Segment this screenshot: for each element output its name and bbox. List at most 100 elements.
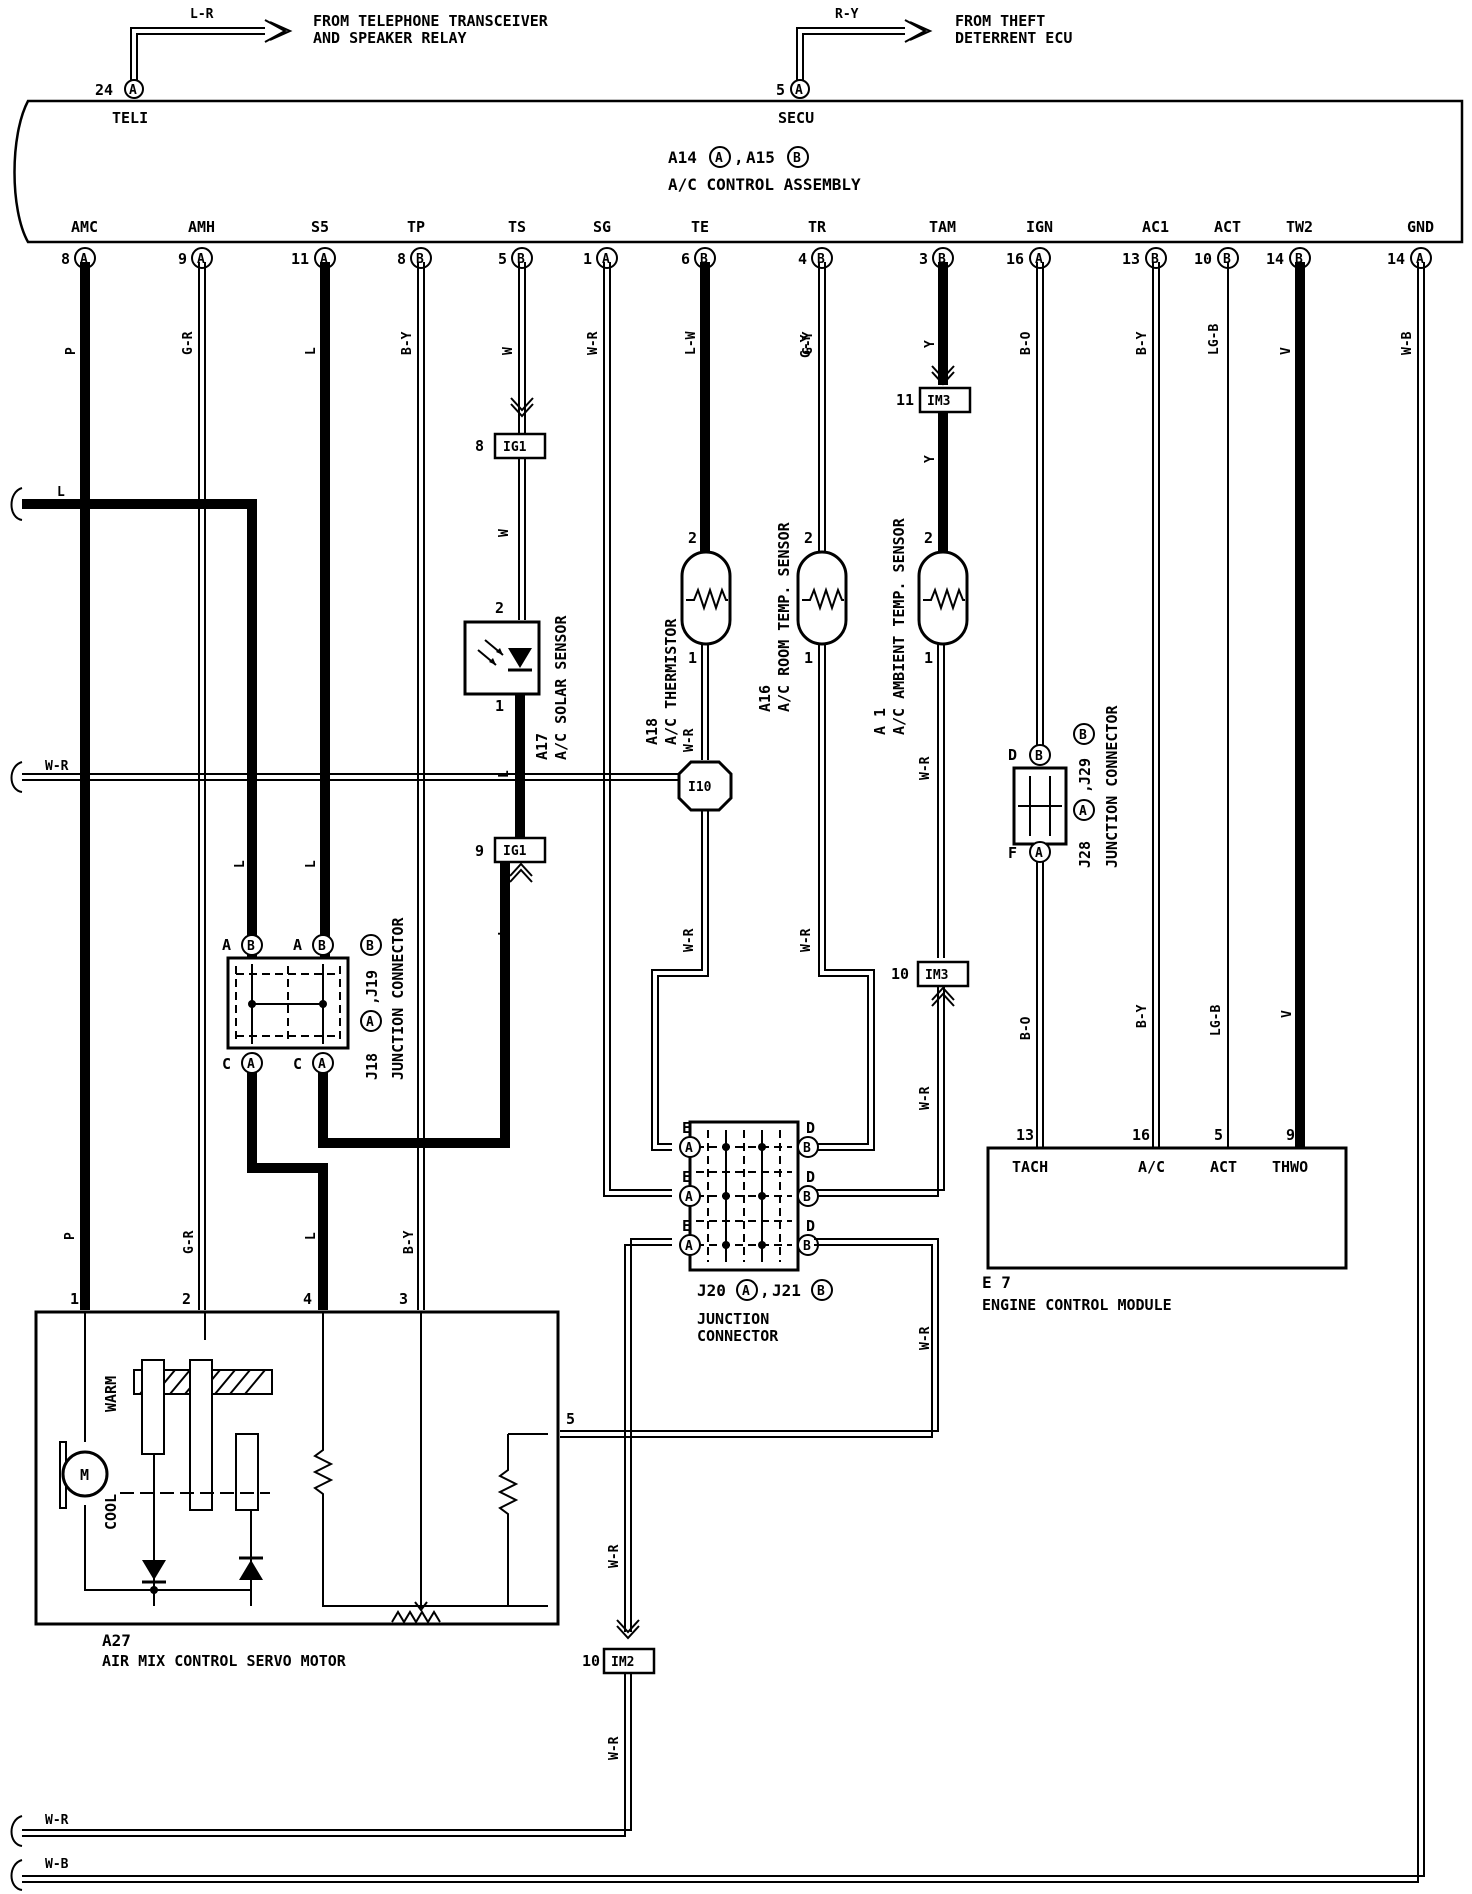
- svg-text:IM3: IM3: [927, 394, 950, 409]
- tel-terminal: TELI: [112, 109, 148, 127]
- terminal-conn: B: [1223, 252, 1231, 267]
- terminal-conn: B: [700, 252, 708, 267]
- wire-tp: [417, 262, 425, 1310]
- terminal-pin: 13: [1122, 250, 1140, 268]
- svg-text:I10: I10: [688, 780, 712, 795]
- svg-text:G-R: G-R: [182, 1230, 197, 1254]
- svg-text:B: B: [366, 939, 374, 954]
- terminal-name: SG: [593, 218, 611, 236]
- j18-j19-junction-connector: B B A A A A C C J18 A , J19 B JUNCTION C…: [222, 916, 407, 1080]
- svg-text:AIR MIX CONTROL SERVO MOTOR: AIR MIX CONTROL SERVO MOTOR: [102, 1652, 347, 1670]
- theft-from-line1: FROM THEFT: [955, 12, 1045, 30]
- svg-text:2: 2: [495, 599, 504, 617]
- svg-text:A: A: [742, 1284, 750, 1299]
- svg-text:A: A: [247, 1057, 255, 1072]
- svg-text:B: B: [318, 939, 326, 954]
- terminal-name: TP: [407, 218, 425, 236]
- svg-text:,: ,: [363, 996, 381, 1005]
- svg-text:IG1: IG1: [503, 440, 527, 455]
- tel-wire-color: L-R: [190, 7, 214, 22]
- terminal-conn: B: [938, 252, 946, 267]
- svg-text:W-B: W-B: [45, 1857, 69, 1872]
- svg-text:J28: J28: [1076, 841, 1094, 868]
- wire-j18-c-left: [247, 1065, 328, 1310]
- terminal-name: IGN: [1026, 218, 1053, 236]
- terminal-wire-color: B-Y: [1135, 331, 1150, 355]
- svg-text:W-R: W-R: [682, 728, 697, 752]
- terminal-wire-color: P: [64, 347, 79, 355]
- terminal-pin: 8: [61, 250, 70, 268]
- svg-text:J29: J29: [1076, 758, 1094, 785]
- terminal-wire-color: V: [1279, 347, 1294, 355]
- svg-text:A17: A17: [533, 733, 551, 760]
- wire-amh: [198, 262, 206, 1310]
- wire-sg: [603, 262, 672, 1197]
- svg-text:B: B: [803, 1141, 811, 1156]
- svg-text:E: E: [682, 1168, 691, 1186]
- ign-circuit: B A D F J28 A , J29 B JUNCTION CONNECTOR: [1008, 262, 1121, 1148]
- wire-j18-c-right: [318, 850, 510, 1148]
- svg-text:L: L: [497, 928, 512, 936]
- thermistor-circuit: 2 1 A18 A/C THERMISTOR W-R W-R: [643, 262, 732, 1151]
- svg-text:L: L: [57, 485, 65, 500]
- svg-text:8: 8: [475, 437, 484, 455]
- terminal-name: AC1: [1142, 218, 1169, 236]
- svg-text:J19: J19: [363, 970, 381, 997]
- wire-bottom-wr: [22, 1664, 632, 1837]
- svg-text:L: L: [233, 860, 248, 868]
- terminal-name: AMC: [71, 218, 98, 236]
- terminal-wire-color: L: [304, 347, 319, 355]
- svg-text:1: 1: [924, 649, 933, 667]
- svg-text:B-Y: B-Y: [402, 1230, 417, 1254]
- wire-ac1: [1152, 262, 1160, 1148]
- svg-text:B: B: [803, 1190, 811, 1205]
- ac-control-name: A/C CONTROL ASSEMBLY: [668, 175, 861, 194]
- terminal-pin: 1: [583, 250, 592, 268]
- svg-text:A/C ROOM TEMP. SENSOR: A/C ROOM TEMP. SENSOR: [775, 521, 793, 712]
- svg-text:,: ,: [760, 1281, 770, 1300]
- terminal-pin: 6: [681, 250, 690, 268]
- svg-text:C: C: [293, 1055, 302, 1073]
- svg-text:A: A: [318, 1057, 326, 1072]
- terminal-wire-color: L-W: [684, 331, 699, 355]
- terminal-wire-color: G-R: [181, 331, 196, 355]
- svg-text:ENGINE CONTROL MODULE: ENGINE CONTROL MODULE: [982, 1296, 1172, 1314]
- terminal-pin: 10: [1194, 250, 1212, 268]
- ecm-pin-name: ACT: [1210, 1158, 1237, 1176]
- tel-from-line1: FROM TELEPHONE TRANSCEIVER: [313, 12, 549, 30]
- terminal-pin: 14: [1387, 250, 1405, 268]
- ecm-pin-name: TACH: [1012, 1158, 1048, 1176]
- svg-text:J18: J18: [363, 1053, 381, 1080]
- servo-pin: 1: [70, 1290, 79, 1308]
- servo-pin: 2: [182, 1290, 191, 1308]
- svg-text:W-R: W-R: [45, 1813, 69, 1828]
- svg-text:JUNCTION: JUNCTION: [697, 1310, 769, 1328]
- svg-text:D: D: [806, 1119, 815, 1137]
- svg-text:V: V: [1280, 1010, 1295, 1018]
- im2-connector: 10 IM2 W-R W-R: [582, 1544, 656, 1760]
- svg-text:B-O: B-O: [1019, 1016, 1034, 1040]
- ac-control-assembly: A14 A , A15 B A/C CONTROL ASSEMBLY: [13, 99, 1464, 244]
- terminal-pin: 4: [798, 250, 807, 268]
- svg-text:B: B: [803, 1239, 811, 1254]
- terminal-name: ACT: [1214, 218, 1241, 236]
- incoming-theft: R-Y FROM THEFT DETERRENT ECU 5 A SECU: [776, 7, 1072, 127]
- theft-conn: A: [795, 83, 803, 98]
- terminal-name: TW2: [1286, 218, 1313, 236]
- room-wr: W-R: [799, 928, 814, 952]
- svg-text:E: E: [682, 1217, 691, 1235]
- svg-text:B-Y: B-Y: [1135, 1004, 1150, 1028]
- terminal-name: S5: [311, 218, 329, 236]
- terminal-wire-color: G-Y: [801, 331, 816, 355]
- svg-text:A27: A27: [102, 1631, 131, 1650]
- svg-text:COOL: COOL: [102, 1494, 120, 1530]
- terminal-conn: A: [197, 252, 205, 267]
- terminal-wire-color: LG-B: [1207, 324, 1222, 355]
- terminal-conn: B: [416, 252, 424, 267]
- ac-control-id-a: A14: [668, 148, 697, 167]
- svg-text:,: ,: [734, 148, 744, 167]
- svg-text:D: D: [806, 1217, 815, 1235]
- terminal-name: GND: [1407, 218, 1434, 236]
- ecm-pin-name: THWO: [1272, 1158, 1308, 1176]
